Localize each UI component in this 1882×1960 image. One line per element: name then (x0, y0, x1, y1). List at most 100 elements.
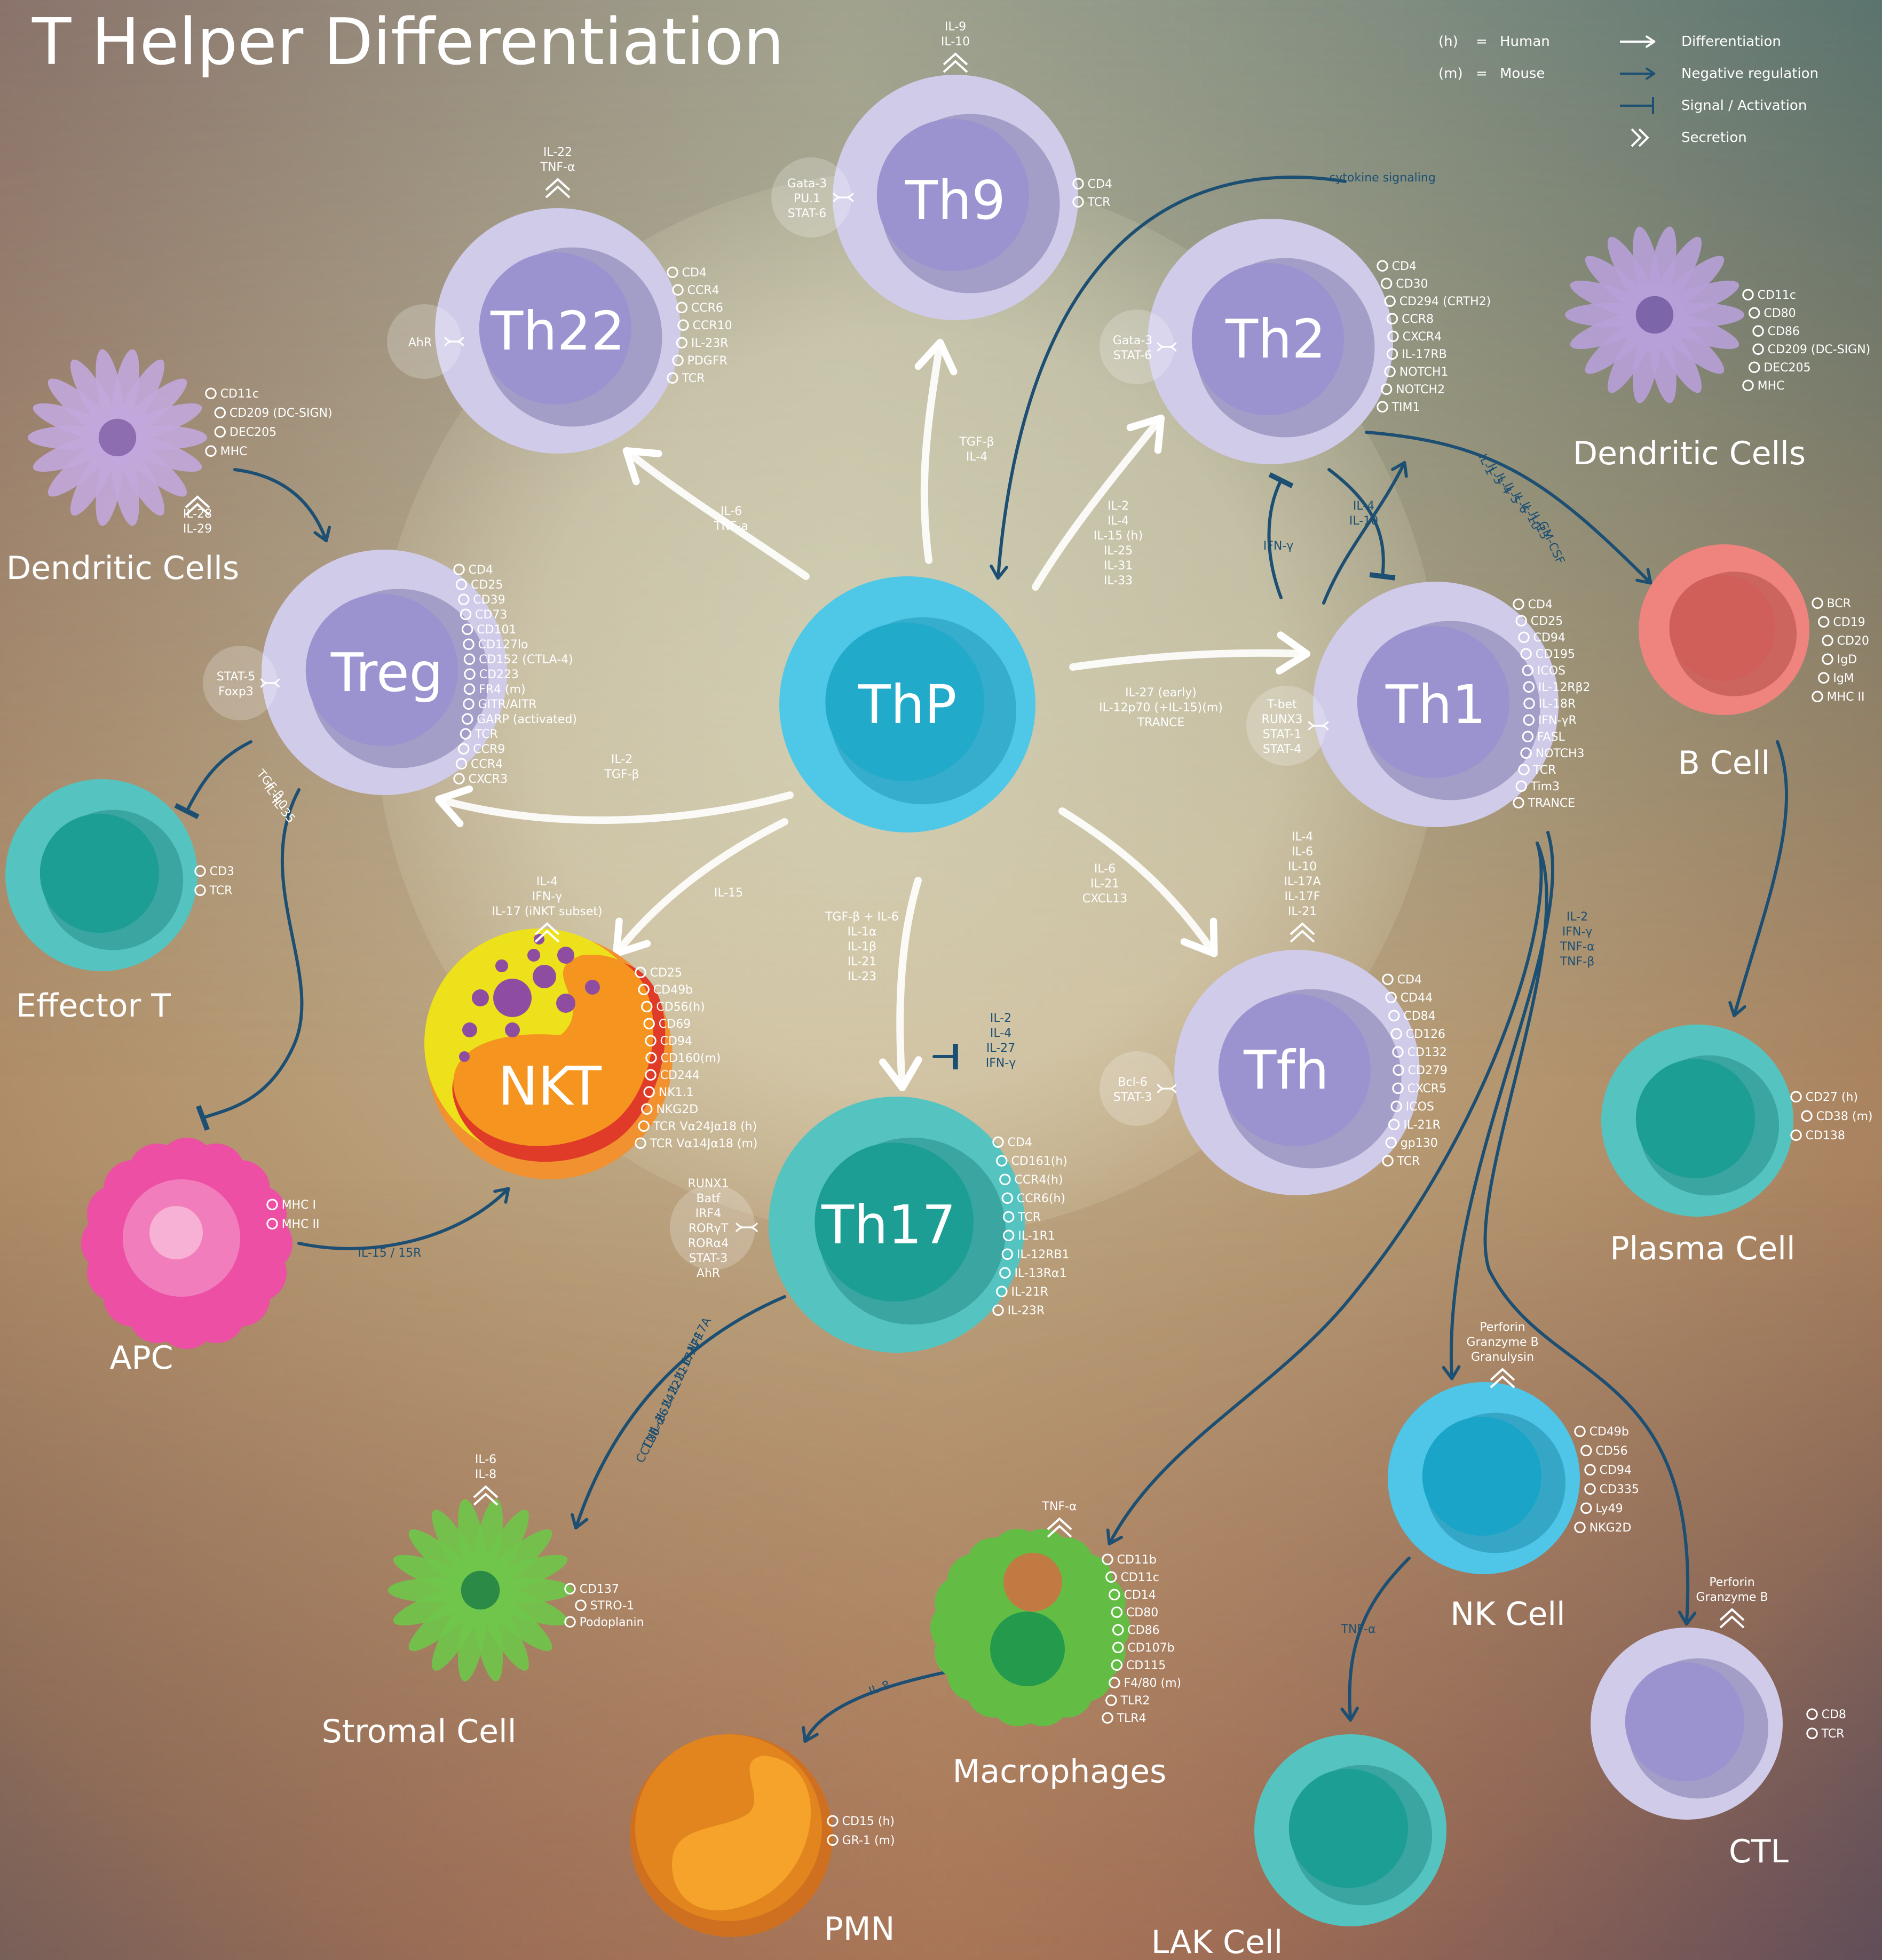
stromal-marker: CD137 (580, 1583, 619, 1596)
pathway-label: IL-8 (867, 1678, 892, 1698)
th1-marker: CD4 (1528, 598, 1553, 612)
receptor-icon (676, 301, 688, 314)
double-chevron-icon (1290, 922, 1315, 935)
receptor-icon (194, 865, 206, 877)
th22-marker: CD4 (682, 266, 707, 280)
receptor-icon (1584, 1483, 1596, 1495)
cell-name-th9: Th9 (905, 169, 1006, 232)
treg-marker: CXCR3 (469, 773, 508, 786)
pathway-label: TNF-β (1560, 955, 1595, 969)
plasma-marker: CD27 (h) (1806, 1091, 1858, 1104)
legend-eq: = (1476, 34, 1488, 50)
macro-marker: CD115 (1126, 1659, 1166, 1672)
receptor-icon (1742, 379, 1754, 392)
dc-left-marker: CD209 (DC-SIGN) (230, 407, 333, 420)
tfh-marker: ICOS (1406, 1100, 1434, 1114)
treg-cell (262, 550, 507, 795)
tfh-marker: CD279 (1408, 1064, 1448, 1077)
macro-secretion: TNF-α (1042, 1500, 1077, 1513)
double-chevron-icon (534, 922, 560, 935)
receptor-icon (1387, 330, 1399, 343)
receptor-icon (1520, 648, 1532, 660)
cell-name-th2: Th2 (1225, 308, 1326, 370)
tfh-marker: CD126 (1406, 1028, 1445, 1041)
receptor-icon (453, 773, 465, 785)
receptor-icon (463, 638, 475, 650)
arrow-th17-stromal (571, 1295, 786, 1530)
th2-marker: NOTCH2 (1396, 383, 1445, 396)
th9-marker: TCR (1087, 196, 1111, 209)
receptor-icon (1523, 697, 1535, 710)
ctl-secretion: Perforin (1709, 1576, 1754, 1589)
th17-marker: CCR4(h) (1014, 1173, 1063, 1187)
receptor-icon (1392, 1046, 1404, 1058)
transcription-factor-badge (1246, 686, 1326, 766)
receptor-icon (1806, 1708, 1818, 1720)
cell-name-stromal: Stromal Cell (322, 1713, 517, 1750)
th1-cell (1313, 582, 1559, 827)
tfh-marker: gp130 (1401, 1137, 1438, 1150)
cell-nucleus (453, 954, 654, 1146)
granule (505, 1022, 520, 1037)
pathway-label: IFN-γ (1562, 925, 1593, 939)
pathway-label: IL-31 (1104, 559, 1133, 573)
cell-name-lak: LAK Cell (1151, 1924, 1283, 1960)
tfh-marker: CD44 (1401, 991, 1433, 1005)
arrow-thp-th2 (1032, 414, 1165, 591)
receptor-icon (641, 1103, 653, 1115)
receptor-icon (672, 284, 684, 296)
treg-tf: STAT-5 (217, 670, 255, 684)
nkt-marker: CD69 (659, 1018, 691, 1031)
dna-icon (833, 192, 854, 203)
tfh-marker: IL-21R (1403, 1118, 1441, 1132)
pathway-label: IFN-γ (1263, 539, 1294, 553)
legend-code: (h) (1438, 34, 1458, 50)
receptor-icon (827, 1815, 839, 1827)
nkt-marker: CD25 (650, 966, 682, 980)
page-title: T Helper Differentiation (31, 5, 784, 80)
pathway-label: TNF-a (714, 520, 748, 533)
pathway-label: IL-1β (848, 940, 876, 954)
th17-tf: AhR (697, 1267, 720, 1280)
cell-nucleus (672, 1756, 811, 1911)
cell-nucleus (1635, 1059, 1755, 1178)
pathway-label: IL-15 / 15R (358, 1247, 422, 1260)
cell-name-bcell: B Cell (1678, 744, 1770, 782)
receptor-icon (1574, 1521, 1586, 1534)
double-chevron-icon (1490, 1368, 1515, 1381)
secretion-icon (185, 495, 210, 516)
receptor-icon (643, 1018, 655, 1030)
th1-marker: CD94 (1533, 631, 1565, 645)
dna-icon (1157, 342, 1177, 352)
dc-left-secretion: IL-28 (183, 507, 212, 521)
granule (493, 979, 532, 1017)
cell-name-ctl: CTL (1729, 1833, 1789, 1870)
th1-marker: Tim3 (1530, 780, 1560, 793)
cell-name-nk: NK Cell (1450, 1596, 1565, 1633)
receptor-icon (461, 623, 473, 636)
cell-nucleus (39, 813, 160, 933)
tfh-marker: TCR (1397, 1155, 1420, 1168)
th17-marker: IL-1R1 (1018, 1229, 1055, 1243)
bcell-marker: IgM (1833, 672, 1854, 685)
arrow-th1-ctl (1483, 842, 1697, 1626)
receptor-icon (1384, 366, 1396, 378)
pmn-marker: GR-1 (m) (842, 1834, 895, 1847)
th1-marker: TRANCE (1528, 797, 1576, 810)
treg-marker: CD73 (475, 608, 507, 622)
nk-marker: Ly49 (1595, 1502, 1623, 1515)
th9-secretion: IL-9 (945, 20, 966, 34)
bcell-marker: CD20 (1837, 634, 1869, 648)
phagosome (1003, 1553, 1062, 1612)
secretion-icon (1047, 1517, 1072, 1538)
dc-left-marker: MHC (220, 445, 248, 458)
receptor-icon (638, 983, 650, 996)
cell-name-treg: Treg (330, 641, 443, 704)
stromal-marker: Podoplanin (580, 1616, 644, 1629)
pathway-label: IL-21 (848, 955, 876, 969)
cell-nucleus (1191, 263, 1344, 415)
cell-name-th22: Th22 (490, 300, 625, 362)
transcription-factor-badge (387, 304, 462, 379)
